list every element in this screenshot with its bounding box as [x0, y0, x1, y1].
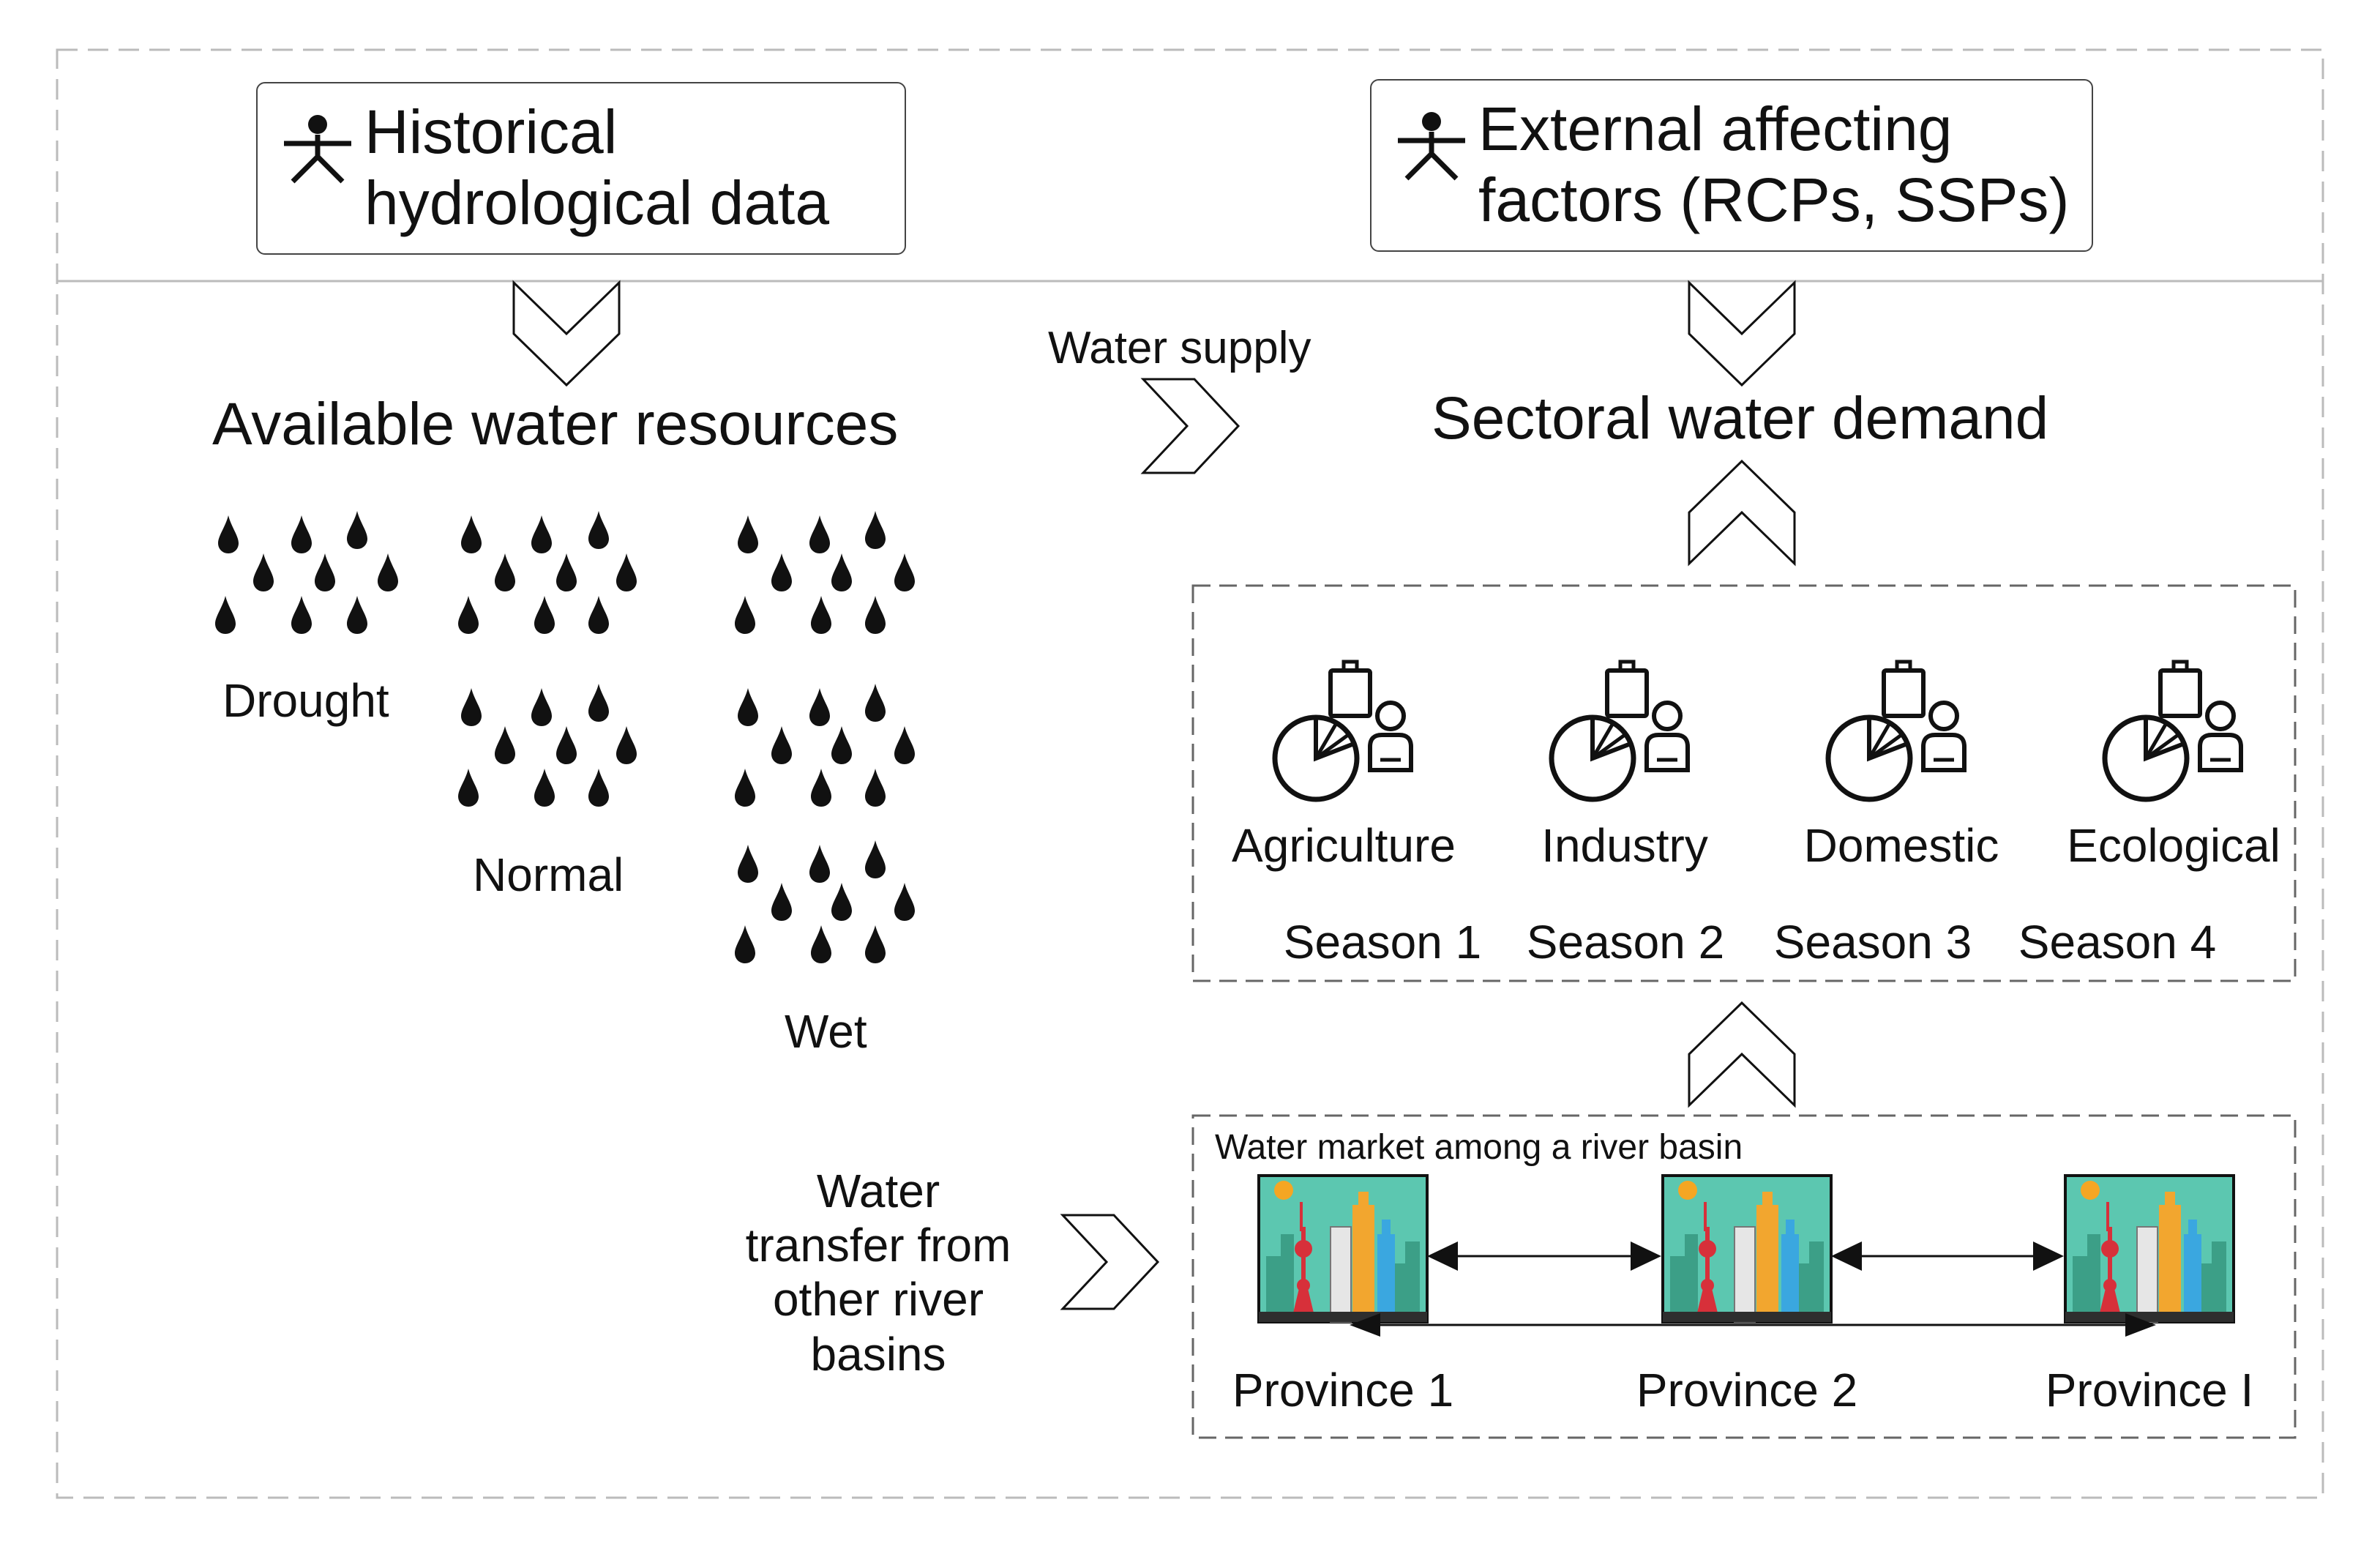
province-2-label: Province 2: [1636, 1364, 1858, 1416]
water-transfer-line-4: basins: [810, 1327, 946, 1381]
outer-border: [56, 48, 2324, 1499]
ecological-icon: [2105, 662, 2241, 799]
drought-drops: [215, 511, 398, 634]
arrow-market-up-icon: [1688, 1001, 1796, 1107]
water-transfer-label: Water transfer from other river basins: [710, 1164, 1047, 1381]
water-transfer-line-3: other river: [772, 1273, 984, 1326]
trade-arrow-1-i: [1350, 1313, 2156, 1337]
arrow-historical-down-icon: [512, 281, 621, 386]
sector-agriculture: Agriculture: [1232, 819, 1456, 872]
sector-industry: Industry: [1541, 819, 1708, 872]
province-i-city-icon: [2064, 1174, 2235, 1323]
province-i-label: Province I: [2045, 1364, 2254, 1416]
arrow-transfer-icon: [1061, 1214, 1159, 1310]
person-icon: [274, 105, 362, 193]
province-1-city-icon: [1257, 1174, 1429, 1323]
scenario-normal: Normal: [473, 848, 624, 901]
wet-drops-3: [735, 840, 915, 963]
available-water-label: Available water resources: [212, 391, 899, 458]
industry-icon: [1552, 662, 1688, 799]
water-transfer-line-2: transfer from: [745, 1219, 1011, 1272]
arrow-water-supply-icon: [1142, 378, 1240, 474]
market-title: Water market among a river basin: [1215, 1128, 1743, 1167]
normal-drops-bottom: [458, 684, 637, 807]
person-icon: [1388, 102, 1475, 190]
sectoral-demand-label: Sectoral water demand: [1432, 385, 2049, 452]
external-line-1: External affecting: [1478, 94, 1953, 163]
historical-line-2: hydrological data: [364, 168, 830, 238]
historical-line-1: Historical: [364, 97, 618, 166]
season-3: Season 3: [1773, 916, 1972, 968]
water-transfer-line-1: Water: [816, 1165, 940, 1217]
scenario-drought: Drought: [222, 674, 389, 727]
wet-drops-2: [735, 684, 915, 807]
external-factors-title: External affecting factors (RCPs, SSPs): [1478, 94, 2069, 236]
trade-arrow-2-i: [1831, 1241, 2064, 1271]
normal-drops-top: [458, 511, 637, 634]
external-factors-box: External affecting factors (RCPs, SSPs): [1370, 79, 2093, 252]
province-2-city-icon: [1661, 1174, 1833, 1323]
market-box: [1191, 1114, 2297, 1439]
arrow-external-down-icon: [1688, 281, 1796, 386]
agriculture-icon: [1275, 662, 1411, 799]
historical-data-box: Historical hydrological data: [256, 82, 906, 255]
wet-drops-1: [735, 511, 915, 634]
water-supply-label: Water supply: [1048, 323, 1311, 373]
arrow-sectors-up-icon: [1688, 460, 1796, 565]
external-line-2: factors (RCPs, SSPs): [1478, 165, 2070, 235]
sector-domestic: Domestic: [1803, 819, 1999, 872]
sector-ecological: Ecological: [2067, 819, 2280, 872]
scenario-wet: Wet: [785, 1005, 867, 1058]
sectors-box: [1191, 584, 2297, 982]
season-1: Season 1: [1283, 916, 1482, 968]
season-4: Season 4: [2018, 916, 2217, 968]
domestic-icon: [1828, 662, 1964, 799]
season-2: Season 2: [1526, 916, 1725, 968]
province-1-label: Province 1: [1232, 1364, 1454, 1416]
trade-arrow-1-2: [1427, 1241, 1661, 1271]
historical-data-title: Historical hydrological data: [364, 97, 829, 239]
